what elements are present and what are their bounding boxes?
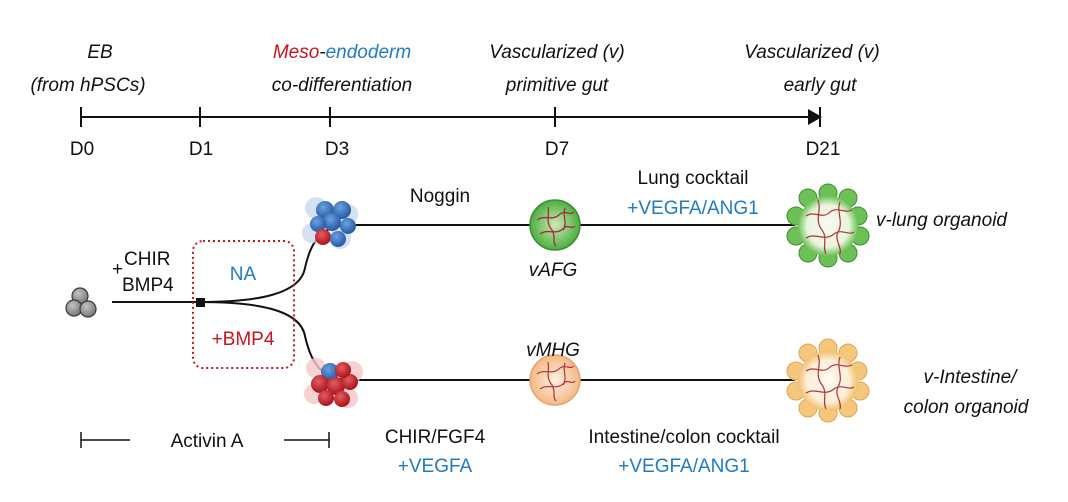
stage-primitive-gut-line2: primitive gut (505, 75, 609, 96)
branch-point (196, 298, 205, 307)
day-d0: D0 (70, 139, 94, 160)
stage-eb-line1: EB (87, 42, 113, 63)
vmhg-label: vMHG (526, 340, 580, 361)
plus-bmp4-label: +BMP4 (212, 329, 275, 350)
day-d3: D3 (325, 139, 349, 160)
stage-eb-line2: (from hPSCs) (30, 75, 145, 96)
vegfa-label: +VEGFA (398, 456, 473, 477)
stage-early-gut-line1: Vascularized (v) (744, 42, 880, 63)
meso-dash: - (319, 42, 325, 63)
activin-label: Activin A (171, 431, 244, 452)
intestine-organoid-icon (786, 338, 870, 423)
day-d7: D7 (545, 139, 569, 160)
intestine-cocktail-label: Intestine/colon cocktail (588, 427, 779, 448)
bmp4-label: BMP4 (122, 275, 174, 296)
endoderm-word: endoderm (326, 42, 412, 63)
chir-fgf4-label: CHIR/FGF4 (385, 427, 486, 448)
stage-mesoendoderm-line1: Meso-endoderm (273, 42, 411, 63)
day-d21: D21 (806, 139, 841, 160)
flow-lines (112, 224, 795, 381)
condition-box (192, 240, 295, 369)
intestine-organoid-label-line1: v-Intestine/ (924, 367, 1019, 388)
noggin-label: Noggin (410, 186, 470, 207)
na-label: NA (230, 264, 257, 285)
vmhg-spheroid-icon (529, 354, 581, 406)
lung-organoid-label: v-lung organoid (876, 210, 1008, 231)
vafg-spheroid-icon (529, 199, 581, 251)
chir-plus-sign: + (112, 259, 123, 280)
lung-cocktail-label: Lung cocktail (638, 168, 749, 189)
lower-mesoendoderm-cluster-icon (304, 358, 363, 408)
lung-organoid-icon (786, 183, 870, 268)
chir-label: CHIR (124, 249, 170, 270)
timeline-axis (80, 107, 822, 127)
vafg-label: vAFG (529, 260, 578, 281)
stage-mesoendoderm-line2: co-differentiation (272, 75, 412, 96)
activin-span (80, 432, 330, 448)
meso-word: Meso (273, 42, 319, 63)
lung-vegfa-ang1-label: +VEGFA/ANG1 (627, 198, 758, 219)
upper-mesoendoderm-cluster-icon (302, 197, 358, 249)
intestine-vegfa-ang1-label: +VEGFA/ANG1 (618, 456, 749, 477)
eb-cluster-icon (65, 287, 97, 318)
stage-primitive-gut-line1: Vascularized (v) (489, 42, 625, 63)
day-d1: D1 (189, 139, 213, 160)
stage-early-gut-line2: early gut (784, 75, 858, 96)
intestine-organoid-label-line2: colon organoid (904, 397, 1030, 418)
